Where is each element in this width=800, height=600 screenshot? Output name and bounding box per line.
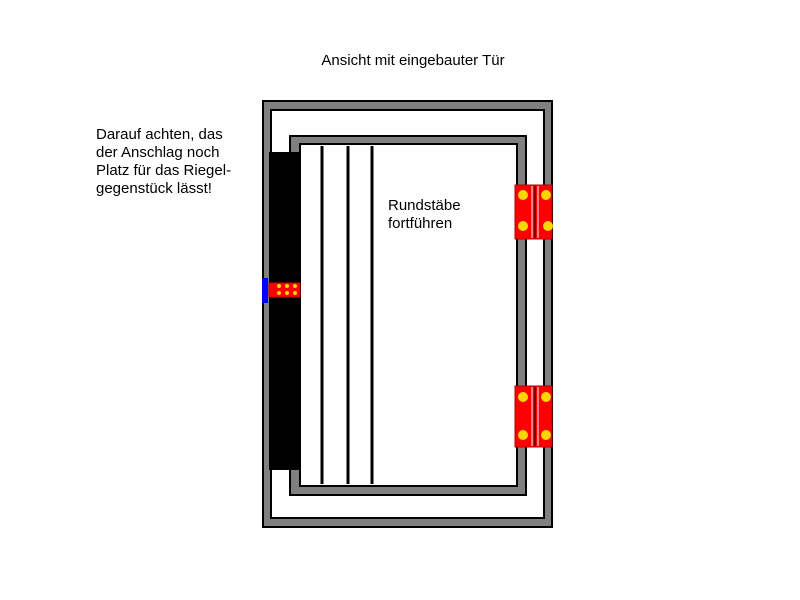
hinge-screw — [543, 221, 553, 231]
bolt-screw — [285, 284, 289, 288]
door-stop-strip — [269, 152, 300, 470]
hinge-screw — [541, 190, 551, 200]
stop-clearance-note: Darauf achten, das der Anschlag noch Pla… — [96, 126, 266, 198]
hinge-screw — [518, 221, 528, 231]
bolt-screw — [293, 291, 297, 295]
round-rods — [320, 146, 374, 484]
bolt-screw — [277, 291, 281, 295]
bolt-screw — [293, 284, 297, 288]
note-line-2: der Anschlag noch — [96, 144, 220, 161]
hinge-screw — [541, 430, 551, 440]
rods-note: Rundstäbe fortführen — [388, 197, 461, 233]
hinge-screw — [541, 392, 551, 402]
bolt-latch — [262, 278, 301, 303]
hinge-screw — [518, 430, 528, 440]
rods-note-line-1: Rundstäbe — [388, 197, 461, 214]
note-line-1: Darauf achten, das — [96, 126, 223, 143]
bolt-plate — [268, 282, 301, 298]
hinge-screw — [518, 392, 528, 402]
note-line-3: Platz für das Riegel- — [96, 162, 232, 179]
hinge-bottom — [514, 385, 553, 448]
bolt-knob — [262, 278, 268, 303]
hinge-top — [514, 184, 553, 240]
drawing-title: Ansicht mit eingebauter Tür — [321, 52, 505, 69]
bolt-screw — [285, 291, 289, 295]
door-leaf — [289, 135, 527, 496]
bolt-screw — [277, 284, 281, 288]
note-line-4: gegenstück lässt! — [96, 180, 212, 197]
hinge-screw — [518, 190, 528, 200]
rods-note-line-2: fortführen — [388, 215, 453, 232]
